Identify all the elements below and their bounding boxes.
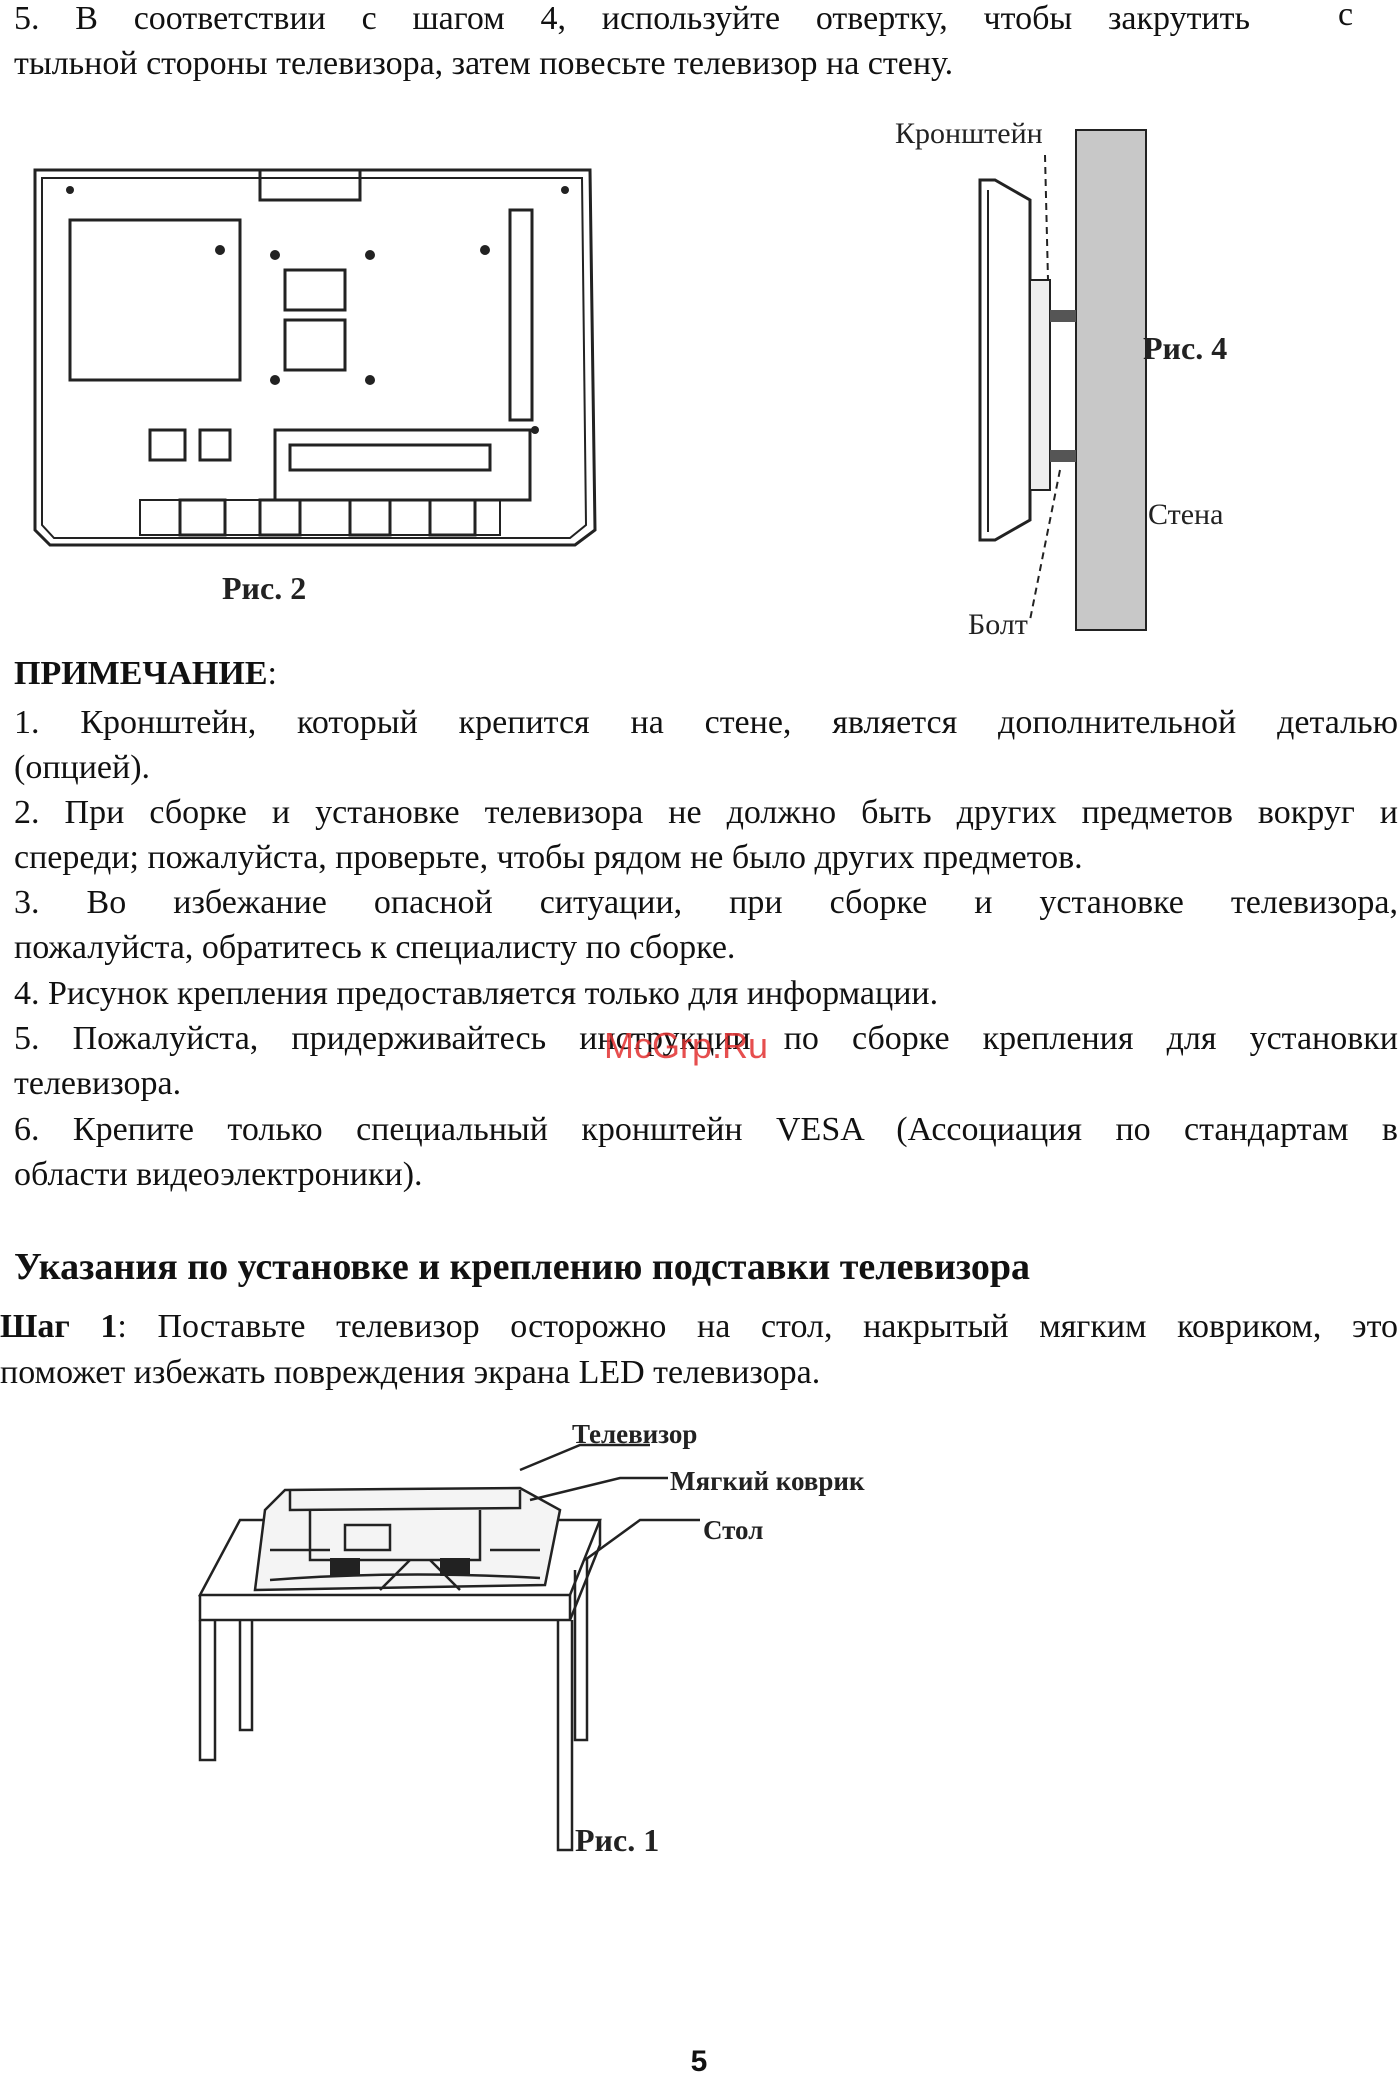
- figure-2-caption: Рис. 2: [222, 570, 307, 606]
- note-item-5-line-2: телевизора.: [14, 1065, 182, 1102]
- note-title: ПРИМЕЧАНИЕ:: [14, 651, 1398, 696]
- watermark: McGrp.Ru: [604, 1025, 769, 1066]
- note-item-5-line-1: 5. Пожалуйста, придерживайтесь инструкци…: [14, 1020, 1398, 1057]
- note-item-6-line-2: области видеоэлектроники).: [14, 1156, 423, 1193]
- note-item-6-line-1: 6. Крепите только специальный кронштейн …: [14, 1111, 1398, 1148]
- figure-4-wall-label: Стена: [1148, 498, 1224, 531]
- figure-4-wall-mount: [978, 129, 1147, 631]
- intro-line-2: тыльной стороны телевизора, затем повесь…: [14, 45, 954, 82]
- note-item-4-line-1: 4. Рисунок крепления предоставляется тол…: [14, 975, 939, 1012]
- step-1-line-2: поможет избежать повреждения экрана LED …: [0, 1354, 821, 1391]
- section-heading: Указания по установке и креплению подста…: [14, 1246, 1031, 1288]
- note-title-colon: :: [267, 655, 277, 692]
- note-title-text: ПРИМЕЧАНИЕ: [14, 655, 268, 692]
- figure-1-caption: Рис. 1: [575, 1822, 660, 1858]
- step-1-line-1: Шаг 1: Поставьте телевизор осторожно на …: [0, 1304, 1398, 1349]
- note-item-2-line-1: 2. При сборке и установке телевизора не …: [14, 794, 1398, 831]
- figure-4-bracket-label: Кронштейн: [895, 117, 1043, 150]
- figure-1-mat-label: Мягкий коврик: [670, 1466, 865, 1496]
- figure-1-tv-label: Телевизор: [572, 1419, 698, 1449]
- note-item-3-line-1: 3. Во избежание опасной ситуации, при сб…: [14, 884, 1398, 921]
- note-item-1-line-1: 1. Кронштейн, который крепится на стене,…: [14, 704, 1398, 741]
- note-item-2-line-2: спереди; пожалуйста, проверьте, чтобы ря…: [14, 839, 1083, 876]
- step-1-text-a: : Поставьте телевизор осторожно на стол,…: [117, 1308, 1398, 1345]
- figure-2-tv-back: [33, 168, 597, 547]
- figure-4-caption: Рис. 4: [1143, 330, 1228, 366]
- figure-1-table-label: Стол: [703, 1515, 764, 1545]
- intro-line-1: 5. В соответствии с шагом 4, используйте…: [14, 0, 1250, 37]
- note-item-3-line-2: пожалуйста, обратитесь к специалисту по …: [14, 929, 736, 966]
- intro-line-1-end: с: [1338, 0, 1354, 33]
- note-item-1-line-2: (опцией).: [14, 749, 151, 786]
- page-number: 5: [690, 2045, 708, 2078]
- figure-1-tv-on-table: [197, 1443, 700, 1852]
- figure-4-bolt-label: Болт: [968, 608, 1028, 641]
- step-1-label: Шаг 1: [0, 1308, 118, 1345]
